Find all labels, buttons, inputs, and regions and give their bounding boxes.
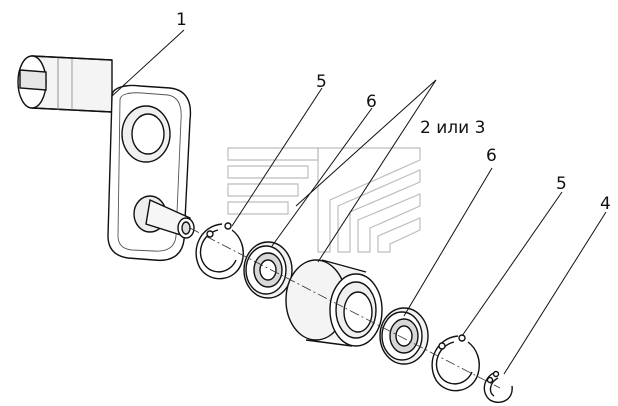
callout-5-right: 5	[556, 174, 567, 194]
assembly-axis	[189, 227, 501, 389]
part-5-retaining-ring-right	[431, 334, 480, 392]
callout-5-left: 5	[316, 72, 327, 92]
callout-6-left: 6	[366, 92, 377, 112]
callout-2-or-3: 2 или 3	[420, 118, 486, 138]
callout-1: 1	[176, 10, 187, 30]
leader-lines	[111, 29, 607, 375]
part-2-or-3-roller	[285, 259, 383, 347]
part-6-bearing-right	[379, 307, 429, 365]
part-1-lever-shaft	[17, 55, 195, 262]
part-6-bearing-left	[243, 241, 293, 299]
callout-4: 4	[600, 194, 611, 214]
callout-6-right: 6	[486, 146, 497, 166]
part-5-retaining-ring-left	[195, 222, 244, 280]
part-4-small-ring	[483, 370, 513, 404]
watermark-logo	[227, 147, 421, 253]
